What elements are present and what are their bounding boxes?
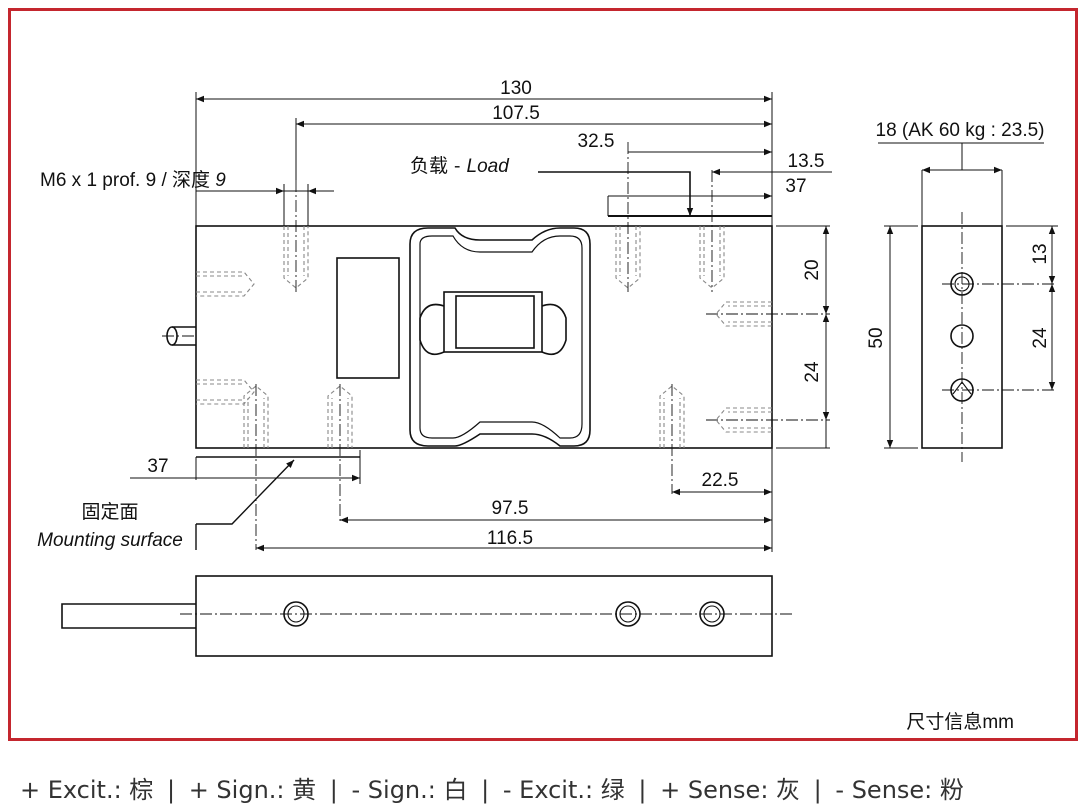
dim-24-left: 24 bbox=[802, 361, 823, 383]
mounting-surface-cn: 固定面 bbox=[81, 501, 138, 523]
label-plate bbox=[336, 257, 400, 379]
wire-sense-plus: + Sense: 灰 bbox=[660, 776, 801, 804]
dim-130: 130 bbox=[500, 78, 532, 99]
dimension-lines bbox=[130, 95, 832, 552]
dim-97-5: 97.5 bbox=[492, 498, 529, 519]
wire-separator: | bbox=[481, 776, 490, 804]
dim-50: 50 bbox=[866, 327, 887, 348]
dim-24-right: 24 bbox=[1030, 327, 1051, 349]
dim-side-width: 18 (AK 60 kg : 23.5) bbox=[876, 120, 1045, 141]
load-cell-dimension-drawing: 130 107.5 32.5 13.5 37 M6 x 1 prof. 9 / … bbox=[37, 78, 1058, 733]
wire-sign-plus: + Sign.: 黄 bbox=[188, 776, 317, 804]
load-cell-body bbox=[195, 225, 773, 449]
wire-separator: | bbox=[813, 776, 822, 804]
wire-separator: | bbox=[638, 776, 647, 804]
dim-37-bottom: 37 bbox=[147, 456, 168, 477]
wire-sign-minus: - Sign.: 白 bbox=[351, 776, 468, 804]
wire-sense-minus: - Sense: 粉 bbox=[835, 776, 964, 804]
end-view-centerlines bbox=[942, 212, 1056, 462]
dim-32-5: 32.5 bbox=[578, 131, 615, 152]
drawing-frame bbox=[8, 8, 1078, 741]
dim-13: 13 bbox=[1030, 243, 1051, 264]
dim-22-5: 22.5 bbox=[702, 470, 739, 491]
thread-note: M6 x 1 prof. 9 / 深度 9 bbox=[40, 169, 226, 191]
dim-107-5: 107.5 bbox=[492, 103, 540, 124]
wire-excit-minus: - Excit.: 绿 bbox=[502, 776, 625, 804]
load-label: 负载 - Load bbox=[410, 155, 510, 177]
dim-37-top: 37 bbox=[785, 176, 806, 197]
mounting-surface-en: Mounting surface bbox=[37, 530, 183, 551]
wiring-legend: + Excit.: 棕 | + Sign.: 黄 | - Sign.: 白 | … bbox=[20, 770, 964, 804]
dim-13-5: 13.5 bbox=[788, 151, 825, 172]
wire-excit-plus: + Excit.: 棕 bbox=[20, 776, 154, 804]
dim-20: 20 bbox=[802, 259, 823, 280]
extension-lines bbox=[195, 92, 830, 552]
wire-separator: | bbox=[329, 776, 338, 804]
wire-separator: | bbox=[166, 776, 176, 804]
top-view bbox=[166, 225, 773, 458]
bottom-view bbox=[61, 575, 773, 657]
dimensions-unit-note: 尺寸信息mm bbox=[906, 711, 1014, 733]
end-view-dimensions bbox=[878, 142, 1058, 449]
dim-116-5: 116.5 bbox=[487, 528, 533, 549]
hidden-holes bbox=[196, 226, 772, 448]
